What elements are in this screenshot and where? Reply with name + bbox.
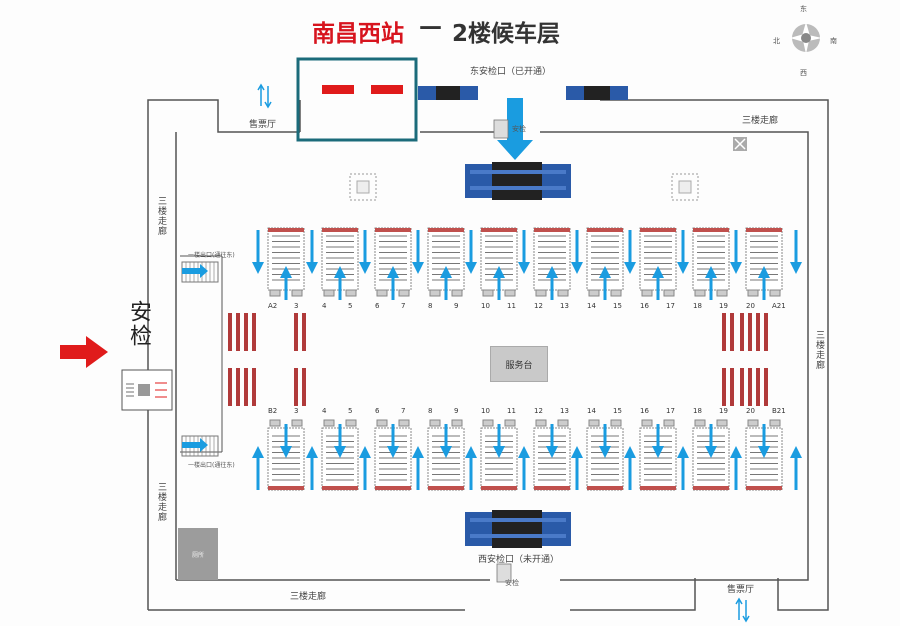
restroom: 厕所 xyxy=(178,528,218,580)
gate-label-bottom: 20 xyxy=(746,407,755,415)
corridor-top-right: 三楼走廊 xyxy=(742,116,779,126)
compass-south: 南 xyxy=(830,37,837,45)
gate-label-bottom: 15 xyxy=(613,407,622,415)
ticket-hall-top: 售票厅 xyxy=(249,120,277,130)
top-checkpoint-label: 安检 xyxy=(512,125,526,133)
gate-label-top: 13 xyxy=(560,302,569,310)
gate-label-bottom: 3 xyxy=(294,407,299,415)
security-label: 安检 xyxy=(126,300,151,348)
compass xyxy=(784,14,828,58)
gate-label-top: 16 xyxy=(640,302,649,310)
compass-east: 东 xyxy=(800,5,807,13)
gate-label-top: 9 xyxy=(454,302,459,310)
side-seats xyxy=(228,313,768,406)
gate-label-top: 18 xyxy=(693,302,702,310)
west-gate-label: 西安检口（未开通） xyxy=(478,555,560,565)
gate-label-bottom: 4 xyxy=(322,407,327,415)
gate-label-top: 15 xyxy=(613,302,622,310)
corridor-left-top: 三楼走廊 xyxy=(156,196,166,236)
east-gate-label: 东安检口（已开通） xyxy=(470,67,552,77)
title-dash: — xyxy=(419,14,442,40)
corridor-right: 三楼走廊 xyxy=(814,330,824,370)
gate-label-top: 20 xyxy=(746,302,755,310)
gate-label-bottom: B21 xyxy=(772,407,786,415)
gate-label-bottom: 8 xyxy=(428,407,433,415)
pillars xyxy=(349,173,699,201)
floor-title: 2楼候车层 xyxy=(452,21,561,47)
gate-label-top: 14 xyxy=(587,302,596,310)
gate-label-top: 6 xyxy=(375,302,380,310)
gate-label-bottom: 12 xyxy=(534,407,543,415)
left-note-top: 一楼出口(通往东) xyxy=(188,252,235,259)
gate-label-bottom: 19 xyxy=(719,407,728,415)
ticket-hall-arrows xyxy=(257,83,750,623)
gate-label-bottom: 10 xyxy=(481,407,490,415)
central-gate-top xyxy=(465,162,571,200)
gate-label-bottom: 11 xyxy=(507,407,516,415)
red-marker xyxy=(322,85,354,94)
service-desk: 服务台 xyxy=(490,346,548,382)
gate-label-bottom: 18 xyxy=(693,407,702,415)
gate-label-top: 17 xyxy=(666,302,675,310)
compass-north: 北 xyxy=(773,37,780,45)
gate-label-bottom: 5 xyxy=(348,407,353,415)
gate-label-top: 7 xyxy=(401,302,406,310)
entrance-arrow xyxy=(60,336,108,368)
central-gate-bottom xyxy=(465,510,571,548)
left-note-bottom: 一楼出口(通往东) xyxy=(188,462,235,469)
gate-label-top: 4 xyxy=(322,302,327,310)
station-title: 南昌西站 xyxy=(312,21,404,47)
gate-label-top: 5 xyxy=(348,302,353,310)
entry-arrow xyxy=(497,98,533,160)
gate-label-bottom: 17 xyxy=(666,407,675,415)
gate-label-top: A21 xyxy=(772,302,786,310)
corridor-left-bottom: 三楼走廊 xyxy=(156,482,166,522)
gate-label-top: 3 xyxy=(294,302,299,310)
gate-label-bottom: 6 xyxy=(375,407,380,415)
gate-label-bottom: 16 xyxy=(640,407,649,415)
corridor-bottom: 三楼走廊 xyxy=(290,592,327,602)
gate-label-bottom: B2 xyxy=(268,407,278,415)
left-stair-walls xyxy=(180,255,223,453)
red-marker xyxy=(371,85,403,94)
gate-label-top: 11 xyxy=(507,302,516,310)
compass-west: 西 xyxy=(800,69,807,77)
compass-icon xyxy=(790,22,822,54)
left-stairs xyxy=(181,261,219,457)
gate-label-bottom: 13 xyxy=(560,407,569,415)
top-gates xyxy=(418,86,628,100)
ticket-hall-bottom: 售票厅 xyxy=(727,585,755,595)
bottom-seat-blocks xyxy=(252,419,802,491)
gate-label-top: 10 xyxy=(481,302,490,310)
highlight-box xyxy=(296,57,418,142)
gate-label-top: 8 xyxy=(428,302,433,310)
gate-label-top: 19 xyxy=(719,302,728,310)
gate-label-bottom: 7 xyxy=(401,407,406,415)
gate-label-bottom: 9 xyxy=(454,407,459,415)
bottom-checkpoint-label: 安检 xyxy=(505,579,519,587)
gate-label-bottom: 14 xyxy=(587,407,596,415)
gate-label-top: A2 xyxy=(268,302,278,310)
gate-label-top: 12 xyxy=(534,302,543,310)
outer-walls xyxy=(147,99,829,611)
top-seat-blocks xyxy=(252,227,802,300)
